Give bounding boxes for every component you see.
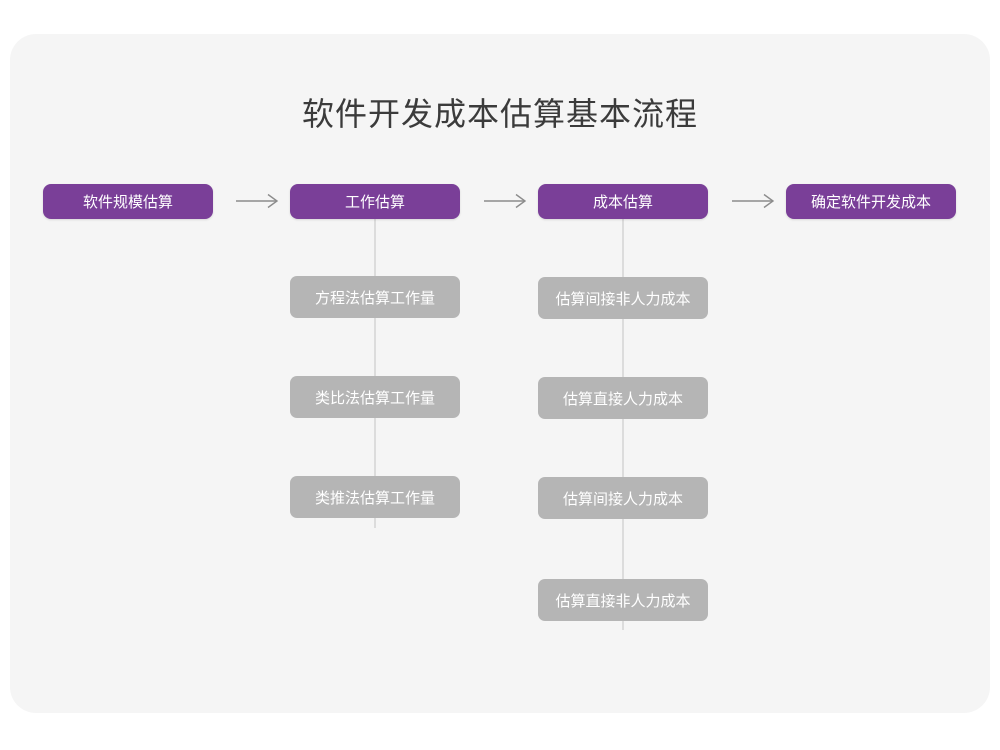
sub-node-indirect-non-labor-cost[interactable]: 估算间接非人力成本 [538, 277, 708, 319]
flow-step-label: 软件规模估算 [82, 194, 173, 211]
flow-step-label: 工作估算 [344, 194, 405, 211]
slide-card: 软件开发成本估算基本流程 软件规模估算 工作估算 成本估算 确定软件开发成本 [10, 34, 990, 713]
arrow-right-icon-1 [236, 193, 282, 209]
sub-node-label: 类比法估算工作量 [314, 389, 435, 407]
flow-step-determine-development-cost[interactable]: 确定软件开发成本 [786, 184, 956, 219]
flow-step-cost-estimation[interactable]: 成本估算 [538, 184, 708, 219]
flow-step-work-estimation[interactable]: 工作估算 [290, 184, 460, 219]
sub-node-label: 估算间接人力成本 [562, 490, 683, 508]
flow-step-software-size-estimation[interactable]: 软件规模估算 [43, 184, 213, 219]
arrow-right-icon-2 [484, 193, 530, 209]
sub-node-indirect-labor-cost[interactable]: 估算间接人力成本 [538, 477, 708, 519]
sub-node-label: 估算间接非人力成本 [555, 290, 691, 308]
sub-node-label: 方程法估算工作量 [314, 289, 435, 307]
sub-node-direct-labor-cost[interactable]: 估算直接人力成本 [538, 377, 708, 419]
sub-node-equation-method-workload[interactable]: 方程法估算工作量 [290, 276, 460, 318]
flowchart-canvas: 软件规模估算 工作估算 成本估算 确定软件开发成本 [10, 34, 990, 713]
sub-node-label: 估算直接人力成本 [562, 390, 683, 408]
sub-node-direct-non-labor-cost[interactable]: 估算直接非人力成本 [538, 579, 708, 621]
arrow-right-icon-3 [732, 193, 778, 209]
connector-cost-column [622, 218, 624, 630]
connector-work-column [374, 218, 376, 528]
page-title: 软件开发成本估算基本流程 [301, 96, 698, 132]
sub-node-inference-method-workload[interactable]: 类推法估算工作量 [290, 476, 460, 518]
sub-node-label: 类推法估算工作量 [314, 489, 435, 507]
flow-step-label: 成本估算 [592, 194, 653, 211]
sub-node-label: 估算直接非人力成本 [555, 592, 691, 610]
flow-step-label: 确定软件开发成本 [810, 194, 931, 211]
sub-node-analogy-method-workload[interactable]: 类比法估算工作量 [290, 376, 460, 418]
